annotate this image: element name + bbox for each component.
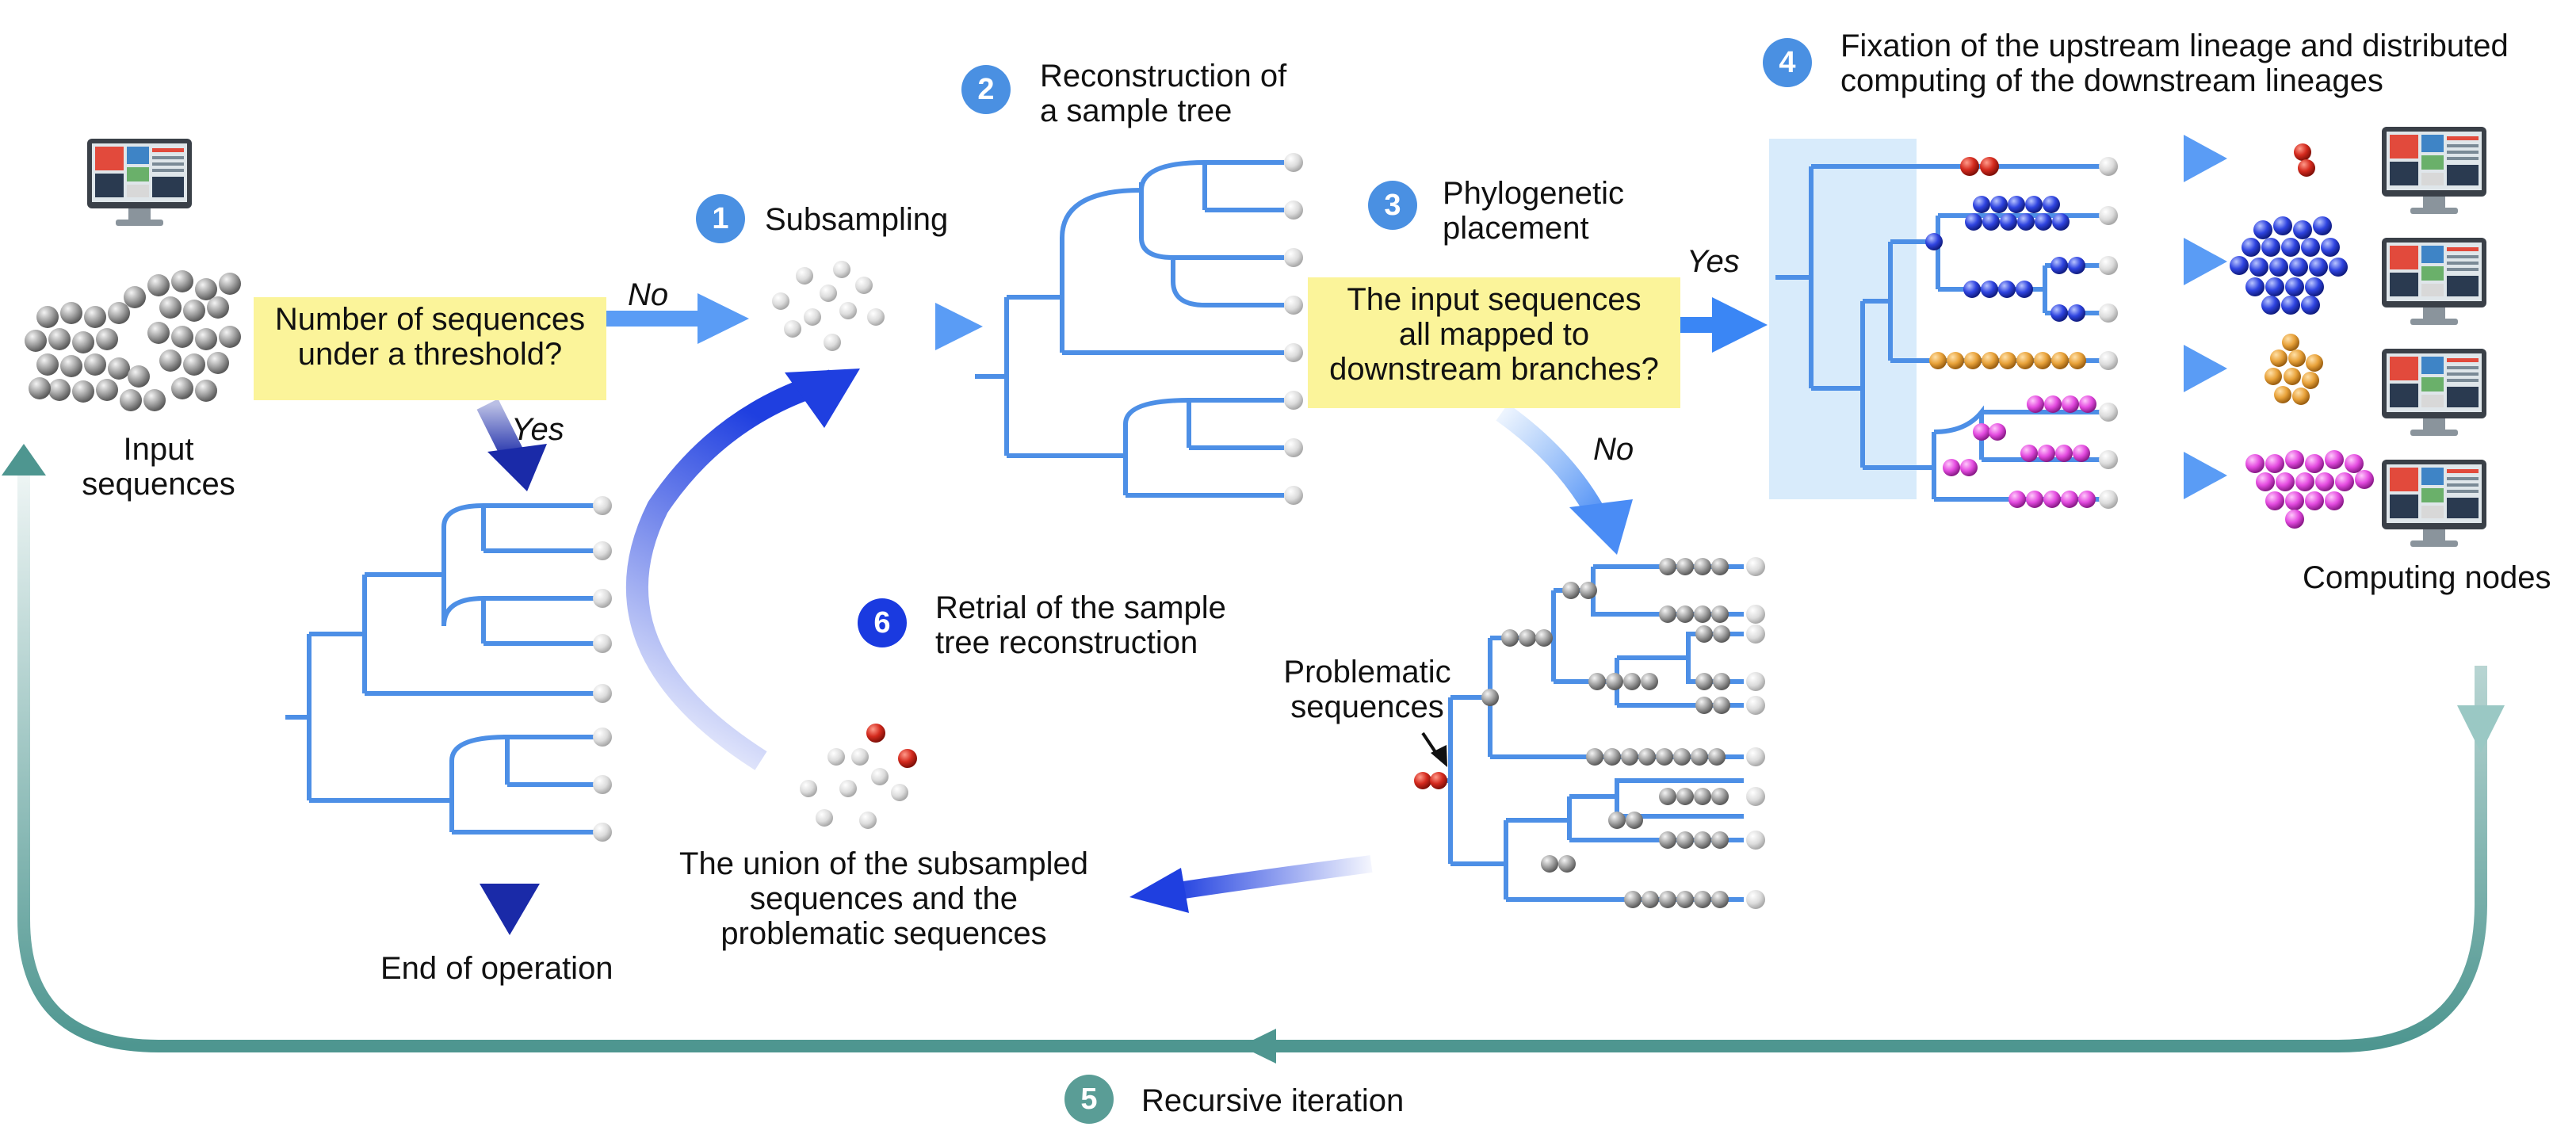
arrow-yes-to-fixation-head xyxy=(1712,297,1768,353)
retrial-label: Retrial of the sample tree reconstructio… xyxy=(935,590,1226,660)
subsampled-cluster xyxy=(772,261,885,351)
step-1-badge: 1 xyxy=(696,194,745,243)
end-of-operation-label: End of operation xyxy=(380,951,613,986)
computer-monitor-icon xyxy=(2382,238,2486,325)
node-cluster-blue xyxy=(2230,216,2348,315)
no-label-1: No xyxy=(628,277,669,312)
recursive-loop-arrowhead-up xyxy=(2,444,46,476)
tree-end xyxy=(285,503,594,835)
computer-monitor-icon xyxy=(2382,349,2486,436)
recursive-loop-arrow xyxy=(17,476,2487,1052)
yes-label-2: Yes xyxy=(1687,244,1740,279)
reconstruction-label: Reconstruction of a sample tree xyxy=(1040,59,1287,128)
sample-tree-leaves xyxy=(1284,153,1303,505)
mapped-question-box: The input sequences all mapped to downst… xyxy=(1308,277,1680,408)
step-4-badge: 4 xyxy=(1763,38,1812,87)
arrows-to-computing-nodes xyxy=(2140,135,2227,499)
step-6-badge: 6 xyxy=(858,598,907,647)
recursive-iteration-label: Recursive iteration xyxy=(1141,1083,1405,1118)
placement-sequences xyxy=(1414,557,1765,909)
arrow-no-to-placement-head xyxy=(1569,499,1633,555)
fixation-highlight xyxy=(1769,139,1917,499)
fixation-sequences xyxy=(1925,157,2118,509)
no-label-2: No xyxy=(1593,432,1634,467)
computer-monitor-icon xyxy=(2382,127,2486,214)
arrow-placement-to-union xyxy=(1171,855,1373,900)
input-sequences-label: Input sequences xyxy=(82,432,235,502)
step-2-badge: 2 xyxy=(961,65,1011,114)
problematic-pointer-arrowhead xyxy=(1431,745,1447,767)
computer-monitor-icon xyxy=(2382,460,2486,547)
arrow-yes-down-head xyxy=(487,444,547,491)
arrow-subsample-to-tree-head xyxy=(935,303,983,350)
union-cluster xyxy=(800,724,917,829)
union-label: The union of the subsampled sequences an… xyxy=(679,846,1088,951)
phylogenetic-placement-label: Phylogenetic placement xyxy=(1443,176,1625,246)
computer-monitor-icon xyxy=(87,139,192,226)
node-cluster-red xyxy=(2294,143,2315,177)
step-5-badge: 5 xyxy=(1064,1075,1114,1124)
computing-nodes-label: Computing nodes xyxy=(2303,560,2551,595)
arrow-retrial-curve-head xyxy=(785,369,860,428)
yes-label-1: Yes xyxy=(511,412,564,447)
step-3-badge: 3 xyxy=(1368,181,1417,230)
arrow-retrial-curve xyxy=(625,369,835,770)
threshold-question-box: Number of sequences under a threshold? xyxy=(254,297,606,400)
arrow-placement-to-union-head xyxy=(1129,868,1189,913)
problematic-sequences-label: Problematic sequences xyxy=(1283,655,1451,724)
node-cluster-orange xyxy=(2265,334,2323,405)
recursive-loop-arrowhead-down xyxy=(2457,705,2505,753)
arrow-no-to-subsampling-head xyxy=(698,293,749,344)
sample-tree xyxy=(975,160,1284,498)
recursive-loop-arrowhead-left xyxy=(1240,1029,1276,1064)
fixation-label: Fixation of the upstream lineage and dis… xyxy=(1840,29,2509,98)
tree-end-leaves xyxy=(593,496,612,842)
arrow-to-end-head xyxy=(480,884,540,935)
input-sequence-cluster xyxy=(25,270,241,411)
node-cluster-magenta xyxy=(2245,450,2374,529)
subsampling-label: Subsampling xyxy=(765,202,949,237)
